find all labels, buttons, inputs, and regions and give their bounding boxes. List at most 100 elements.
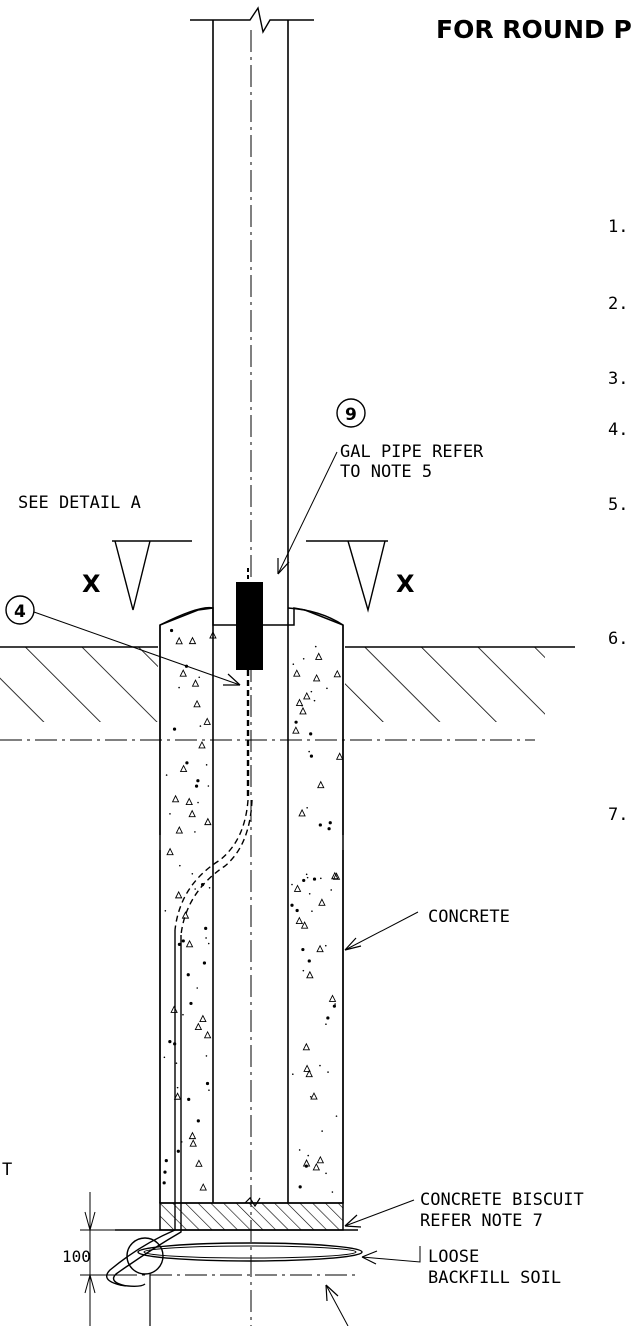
aggregate-stone (199, 1183, 207, 1191)
aggregate-dot (292, 663, 295, 666)
aggregate-stone (332, 872, 341, 880)
aggregate-dot (162, 1181, 166, 1185)
aggregate-stone (328, 994, 337, 1002)
aggregate-stone (175, 826, 184, 834)
aggregate-stone (193, 699, 201, 708)
aggregate-dot (165, 774, 168, 776)
aggregate-stone (302, 1042, 311, 1051)
aggregate-dot (194, 831, 196, 833)
aggregate-stone (179, 669, 187, 677)
gal-pipe-label-line2: TO NOTE 5 (340, 462, 432, 482)
aggregate-dot (325, 1172, 327, 1175)
notes-column: 1.2.3.4.5.6.7. (608, 217, 628, 825)
aggregate-stone (293, 884, 302, 892)
aggregate-dot (306, 806, 308, 809)
aggregate-dot (196, 779, 200, 783)
callout-4-label: 4 (14, 602, 26, 622)
pole (190, 6, 314, 1203)
aggregate-stone (299, 706, 307, 715)
aggregate-stone (306, 970, 314, 979)
aggregate-stone (312, 673, 321, 682)
aggregate-dot (318, 823, 322, 827)
aggregate-dot (169, 628, 174, 633)
callout-9-label: 9 (345, 405, 357, 425)
aggregate-stone (312, 1162, 321, 1171)
aggregate-stone (293, 669, 301, 677)
aggregate-dot (309, 754, 314, 758)
aggregate-dot (309, 1095, 312, 1098)
aggregate-dot (319, 1064, 321, 1067)
aggregate-stone (171, 794, 180, 803)
aggregate-stone (314, 652, 323, 660)
aggregate-dot (328, 821, 332, 825)
aggregate-stone (191, 679, 200, 687)
aggregate-dot (168, 1039, 172, 1044)
aggregate-dot (308, 893, 311, 895)
aggregate-dot (294, 720, 298, 724)
aggregate-dot (291, 883, 293, 886)
aggregate-stone (203, 1030, 212, 1039)
section-label-left: X (82, 570, 101, 598)
aggregate-stone (303, 691, 311, 700)
aggregate-stone (188, 809, 196, 818)
drawing-title: FOR ROUND P (436, 15, 632, 44)
aggregate-dot (332, 1004, 336, 1008)
aggregate-dot (181, 939, 185, 943)
aggregate-dot (204, 926, 208, 930)
aggregate-dot (301, 947, 305, 952)
aggregate-dot (302, 969, 305, 972)
backfill-label-line1: LOOSE (428, 1247, 479, 1267)
aggregate-dot (176, 1149, 180, 1153)
aggregate-dot (205, 764, 208, 766)
aggregate-dot (330, 889, 333, 891)
aggregate-dot (298, 1149, 301, 1151)
aggregate-stone (195, 1159, 203, 1167)
dimension-100-label: 100 (62, 1247, 91, 1266)
aggregate-stone (317, 780, 325, 789)
aggregate-dot (185, 761, 189, 765)
aggregate-dot (186, 973, 190, 977)
see-detail-label: SEE DETAIL A (18, 493, 141, 513)
aggregate-dot (177, 942, 182, 946)
callout-4-circle (5, 595, 35, 625)
aggregate-dot (205, 937, 207, 939)
note-number-4: 4. (608, 420, 628, 440)
aggregate-dot (307, 1154, 310, 1157)
aggregate-dot (326, 687, 328, 690)
aggregate-dot (191, 872, 194, 875)
note-number-6: 6. (608, 629, 628, 649)
aggregate-dot (335, 1115, 338, 1117)
note-number-5: 5. (608, 495, 628, 515)
aggregate-stone (181, 911, 190, 919)
aggregate-stone (335, 752, 344, 760)
aggregate-dot (187, 1097, 191, 1101)
aggregate-dot (194, 784, 199, 788)
aggregate-dot (313, 699, 316, 702)
concrete-biscuit (159, 1197, 344, 1231)
aggregate-stone (198, 740, 206, 749)
aggregate-dot (298, 1185, 302, 1189)
note-number-2: 2. (608, 294, 628, 314)
aggregate-dot (199, 725, 202, 727)
aggregate-dot (307, 959, 311, 963)
aggregate-dot (164, 1159, 168, 1163)
aggregate-dot (169, 813, 171, 815)
aggregate-dot (207, 942, 210, 945)
aggregate-stone (166, 847, 174, 856)
aggregate-stone (189, 1139, 197, 1147)
gal-pipe-label-line1: GAL PIPE REFER (340, 442, 484, 462)
aggregate-stone (174, 890, 183, 899)
aggregate-dot (205, 1081, 210, 1086)
aggregate-stone (300, 921, 309, 929)
aggregate-stone (318, 898, 326, 906)
aggregate-dot (327, 827, 331, 831)
aggregate-stone (204, 817, 212, 826)
aggregate-dot (302, 878, 306, 883)
aggregate-dot (334, 1003, 336, 1005)
biscuit-label-line1: CONCRETE BISCUIT (420, 1190, 584, 1210)
aggregate-stone (295, 698, 304, 707)
aggregate-dot (198, 676, 201, 679)
biscuit-label-line2: REFER NOTE 7 (420, 1211, 543, 1231)
edge-text-t: T (2, 1160, 12, 1180)
aggregate-dot (176, 1086, 179, 1089)
